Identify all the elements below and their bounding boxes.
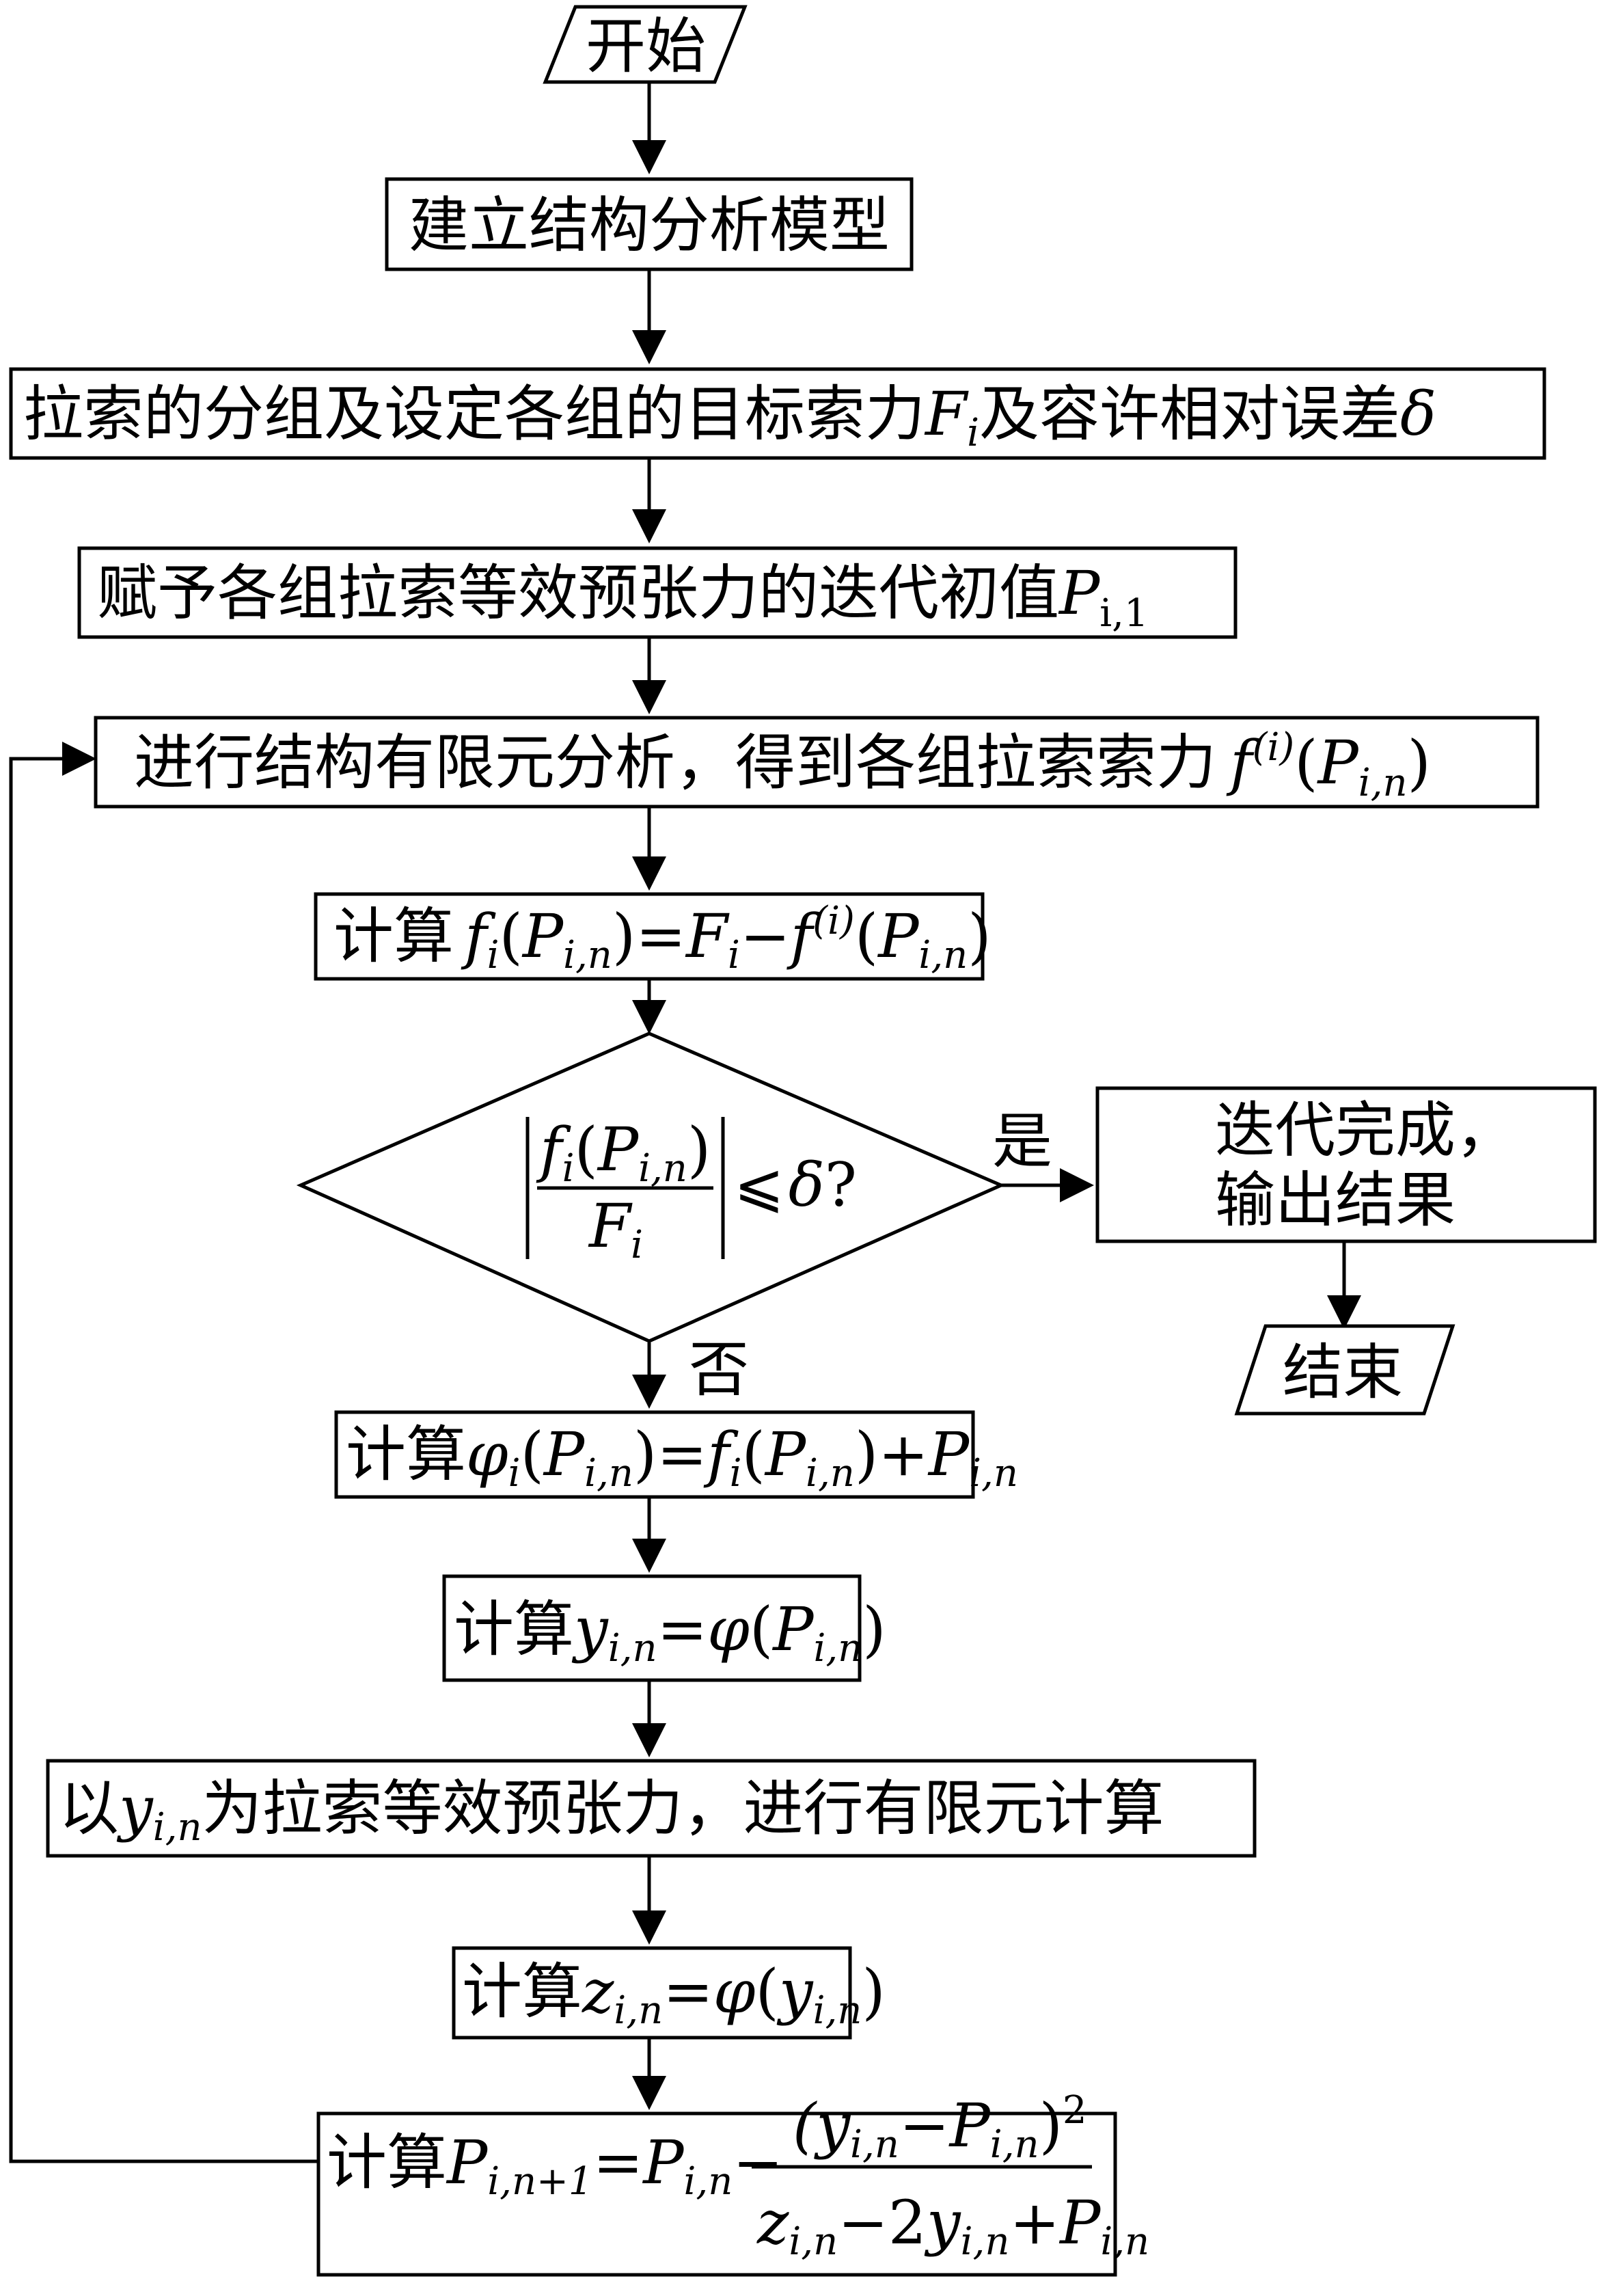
end-label: 结束 [1283, 1337, 1403, 1407]
end-terminal [1234, 1324, 1456, 1416]
initial-value-text: 赋予各组拉索等效预张力的迭代初值Pi,1 [97, 558, 1149, 636]
decision-numerator: fi(Pi,n) [536, 1114, 711, 1191]
calc-next-box [316, 2111, 1117, 2277]
group-cables-box [9, 367, 1546, 460]
calc-phi-box [334, 1410, 975, 1499]
calc-f-box [314, 892, 985, 981]
y-as-force-box [46, 1759, 1257, 1858]
calc-next-denominator: zi,n−2yi,n+Pi,n [756, 2187, 1149, 2264]
calc-z-text: 计算zi,n=φ(yi,n) [462, 1956, 886, 2033]
build-model-label: 建立结构分析模型 [409, 190, 890, 260]
arrow-loop-back [9, 742, 318, 2163]
no-label: 否 [689, 1334, 749, 1405]
build-model-box [385, 177, 914, 271]
start-terminal [543, 5, 748, 84]
yes-label: 是 [992, 1106, 1052, 1176]
decision-relation: ⩽δ? [734, 1150, 857, 1220]
initial-value-box [77, 546, 1238, 639]
group-cables-text: 拉索的分组及设定各组的目标索力Fi及容许相对误差δ [23, 379, 1436, 455]
fea-box [94, 716, 1540, 809]
done-line2: 输出结果 [1215, 1165, 1456, 1235]
start-label: 开始 [586, 11, 706, 81]
decision-formula: fi(Pi,n) Fi ⩽δ? [525, 1114, 857, 1267]
decision-denominator: Fi [588, 1191, 643, 1267]
done-box [1095, 1086, 1597, 1243]
calc-y-box [442, 1574, 862, 1682]
calc-phi-text: 计算φi(Pi,n)=fi(Pi,n)+Pi,n [346, 1419, 1018, 1496]
connectors [9, 82, 1361, 2163]
calc-next-numerator: (yi,n−Pi,n)2 [793, 2088, 1087, 2167]
done-line1: 迭代完成， [1215, 1095, 1516, 1165]
calc-next-lhs: 计算Pi,n+1=Pi,n− [327, 2127, 783, 2204]
calc-z-box [452, 1946, 852, 2040]
y-as-force-text: 以yi,n为拉索等效预张力，进行有限元计算 [59, 1773, 1164, 1850]
calc-y-text: 计算yi,n=φ(Pi,n) [454, 1594, 886, 1671]
